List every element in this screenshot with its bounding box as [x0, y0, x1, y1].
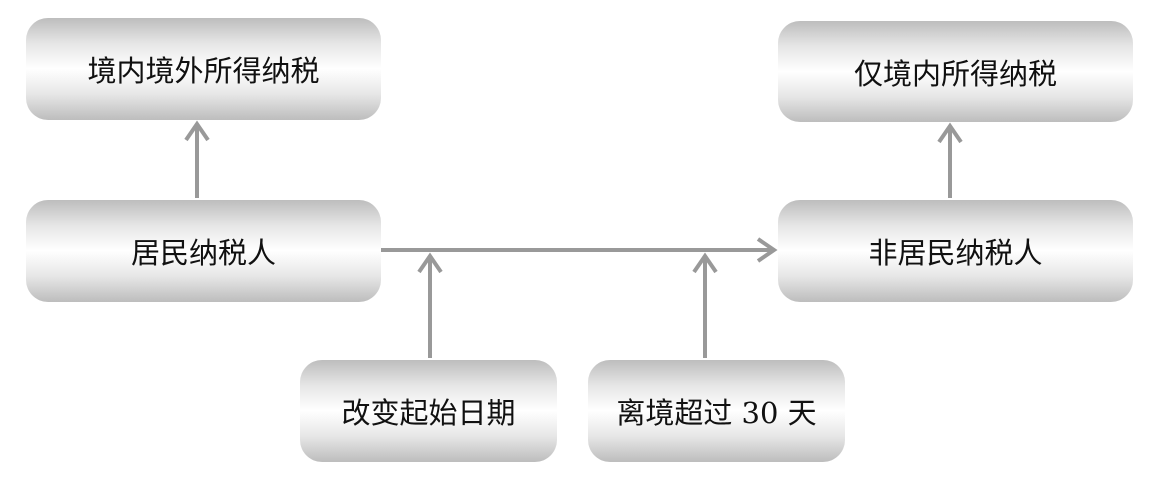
arrow-change-start-date	[417, 252, 443, 358]
node-label: 改变起始日期	[341, 396, 516, 430]
node-domestic-only-income: 仅境内所得纳税	[778, 21, 1133, 122]
node-label: 离境超过 30 天	[616, 396, 817, 430]
arrow-resident-to-nonresident	[381, 237, 778, 263]
node-change-start-date: 改变起始日期	[300, 360, 557, 462]
node-label: 居民纳税人	[130, 236, 276, 270]
node-label: 仅境内所得纳税	[853, 56, 1057, 91]
node-domestic-foreign-income: 境内境外所得纳税	[26, 18, 381, 120]
arrow-nonresident-to-domestic-only	[937, 122, 963, 198]
arrow-leave-over-30-days	[692, 252, 718, 358]
arrow-resident-to-domestic-foreign	[184, 120, 210, 198]
node-leave-over-30-days: 离境超过 30 天	[588, 360, 845, 462]
node-label: 境内境外所得纳税	[87, 54, 320, 88]
node-nonresident-taxpayer: 非居民纳税人	[778, 200, 1133, 302]
node-resident-taxpayer: 居民纳税人	[26, 200, 381, 302]
node-label: 非居民纳税人	[868, 236, 1043, 270]
